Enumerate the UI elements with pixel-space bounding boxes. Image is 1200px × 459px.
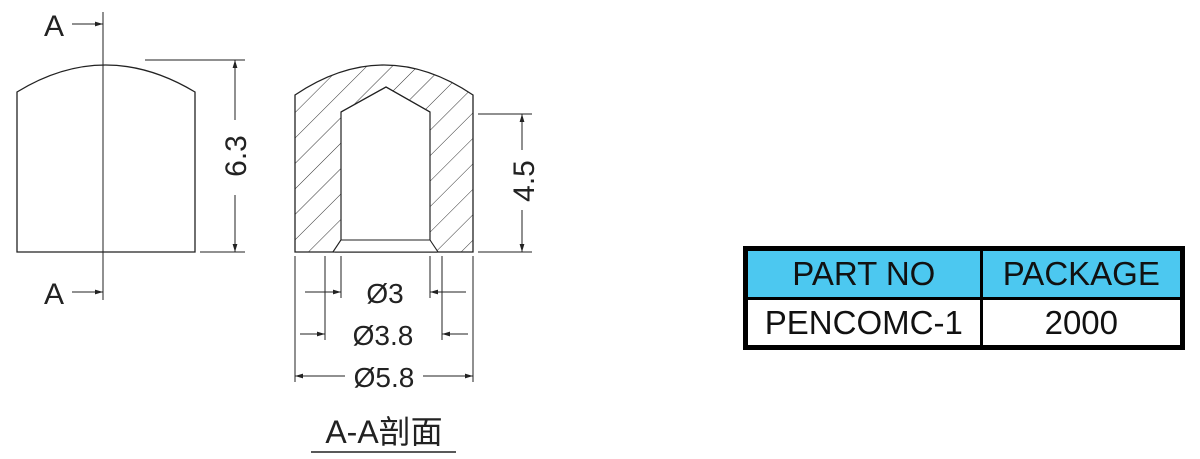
- table-cell-part-no: PENCOMC-1: [744, 297, 983, 349]
- table-header-package: PACKAGE: [979, 247, 1185, 300]
- dimension-bore-diameter: Ø3: [366, 278, 403, 309]
- section-mark-bottom: A: [44, 278, 64, 311]
- table-header-part-no: PART NO: [744, 247, 983, 300]
- table-cell-package: 2000: [979, 297, 1185, 349]
- dimension-outer-diameter: Ø5.8: [354, 362, 415, 393]
- drill-tip-right: [385, 86, 431, 113]
- side-view: A A 6.3: [16, 10, 253, 311]
- table-row: PENCOMC-1 2000: [744, 297, 1185, 349]
- cap-outline: [16, 64, 196, 253]
- parts-table: PART NO PACKAGE PENCOMC-1 2000: [743, 246, 1185, 350]
- dimension-chamfer-diameter: Ø3.8: [353, 320, 414, 351]
- table-header-row: PART NO PACKAGE: [744, 247, 1185, 300]
- bore-chamfer-fill: [331, 239, 440, 253]
- dimension-height-total: 6.3: [220, 135, 253, 177]
- bore-cavity: [335, 86, 437, 253]
- dimension-bore-depth: 4.5: [508, 160, 541, 202]
- section-view: 4.5 Ø3 Ø3.8 Ø5.8 A-A剖面: [294, 64, 541, 453]
- drill-tip-left: [340, 86, 387, 113]
- section-caption: A-A剖面: [325, 414, 442, 450]
- section-mark-top: A: [44, 10, 64, 43]
